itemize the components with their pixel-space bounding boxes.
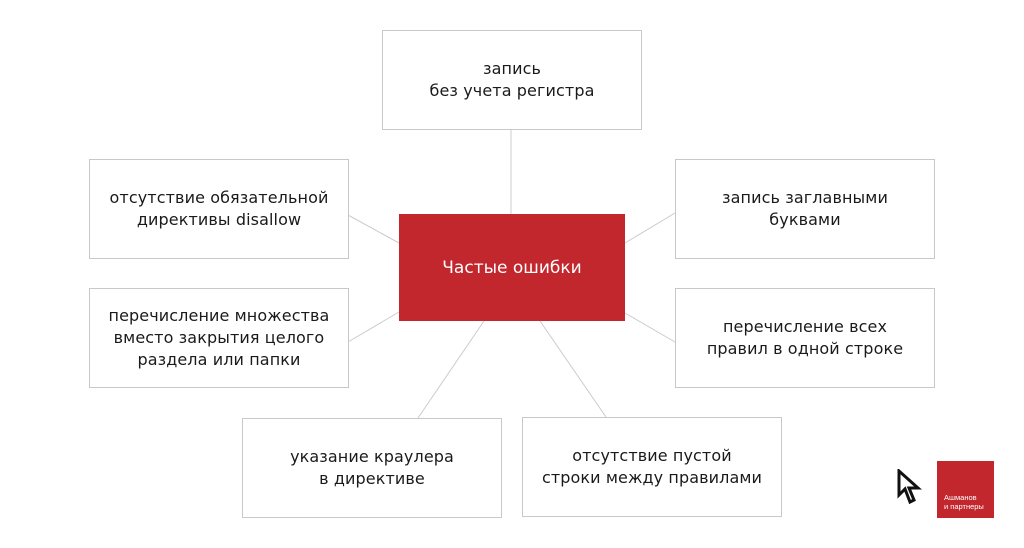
node-left-lower: перечисление множества вместо закрытия ц… (89, 288, 349, 388)
node-bottom-right: отсутствие пустой строки между правилами (522, 417, 782, 517)
center-label: Частые ошибки (442, 257, 582, 278)
company-logo-badge: Ашманов и партнеры (937, 461, 994, 518)
node-label: перечисление всех правил в одной строке (706, 317, 904, 358)
node-left-upper: отсутствие обязательной директивы disall… (89, 159, 349, 259)
connector-right-upper (624, 212, 676, 244)
node-label: отсутствие обязательной директивы disall… (109, 188, 329, 229)
node-label: запись без учета регистра (429, 59, 595, 100)
connector-right-lower (624, 312, 676, 343)
node-top: запись без учета регистра (382, 30, 642, 130)
cursor-a-icon (897, 469, 922, 505)
node-label: отсутствие пустой строки между правилами (541, 446, 763, 487)
node-right-upper: запись заглавными буквами (675, 159, 935, 259)
node-label: запись заглавными буквами (722, 188, 888, 229)
node-bottom-left: указание краулера в директиве (242, 418, 502, 518)
node-label: указание краулера в директиве (290, 447, 454, 488)
connector-left-upper (347, 214, 400, 244)
center-node: Частые ошибки (399, 214, 625, 321)
connector-bottom-right (539, 320, 607, 418)
connector-bottom-left (417, 320, 485, 419)
connector-left-lower (347, 311, 400, 343)
logo-text: Ашманов и партнеры (944, 493, 984, 511)
node-label: перечисление множества вместо закрытия ц… (108, 306, 330, 369)
node-right-lower: перечисление всех правил в одной строке (675, 288, 935, 388)
